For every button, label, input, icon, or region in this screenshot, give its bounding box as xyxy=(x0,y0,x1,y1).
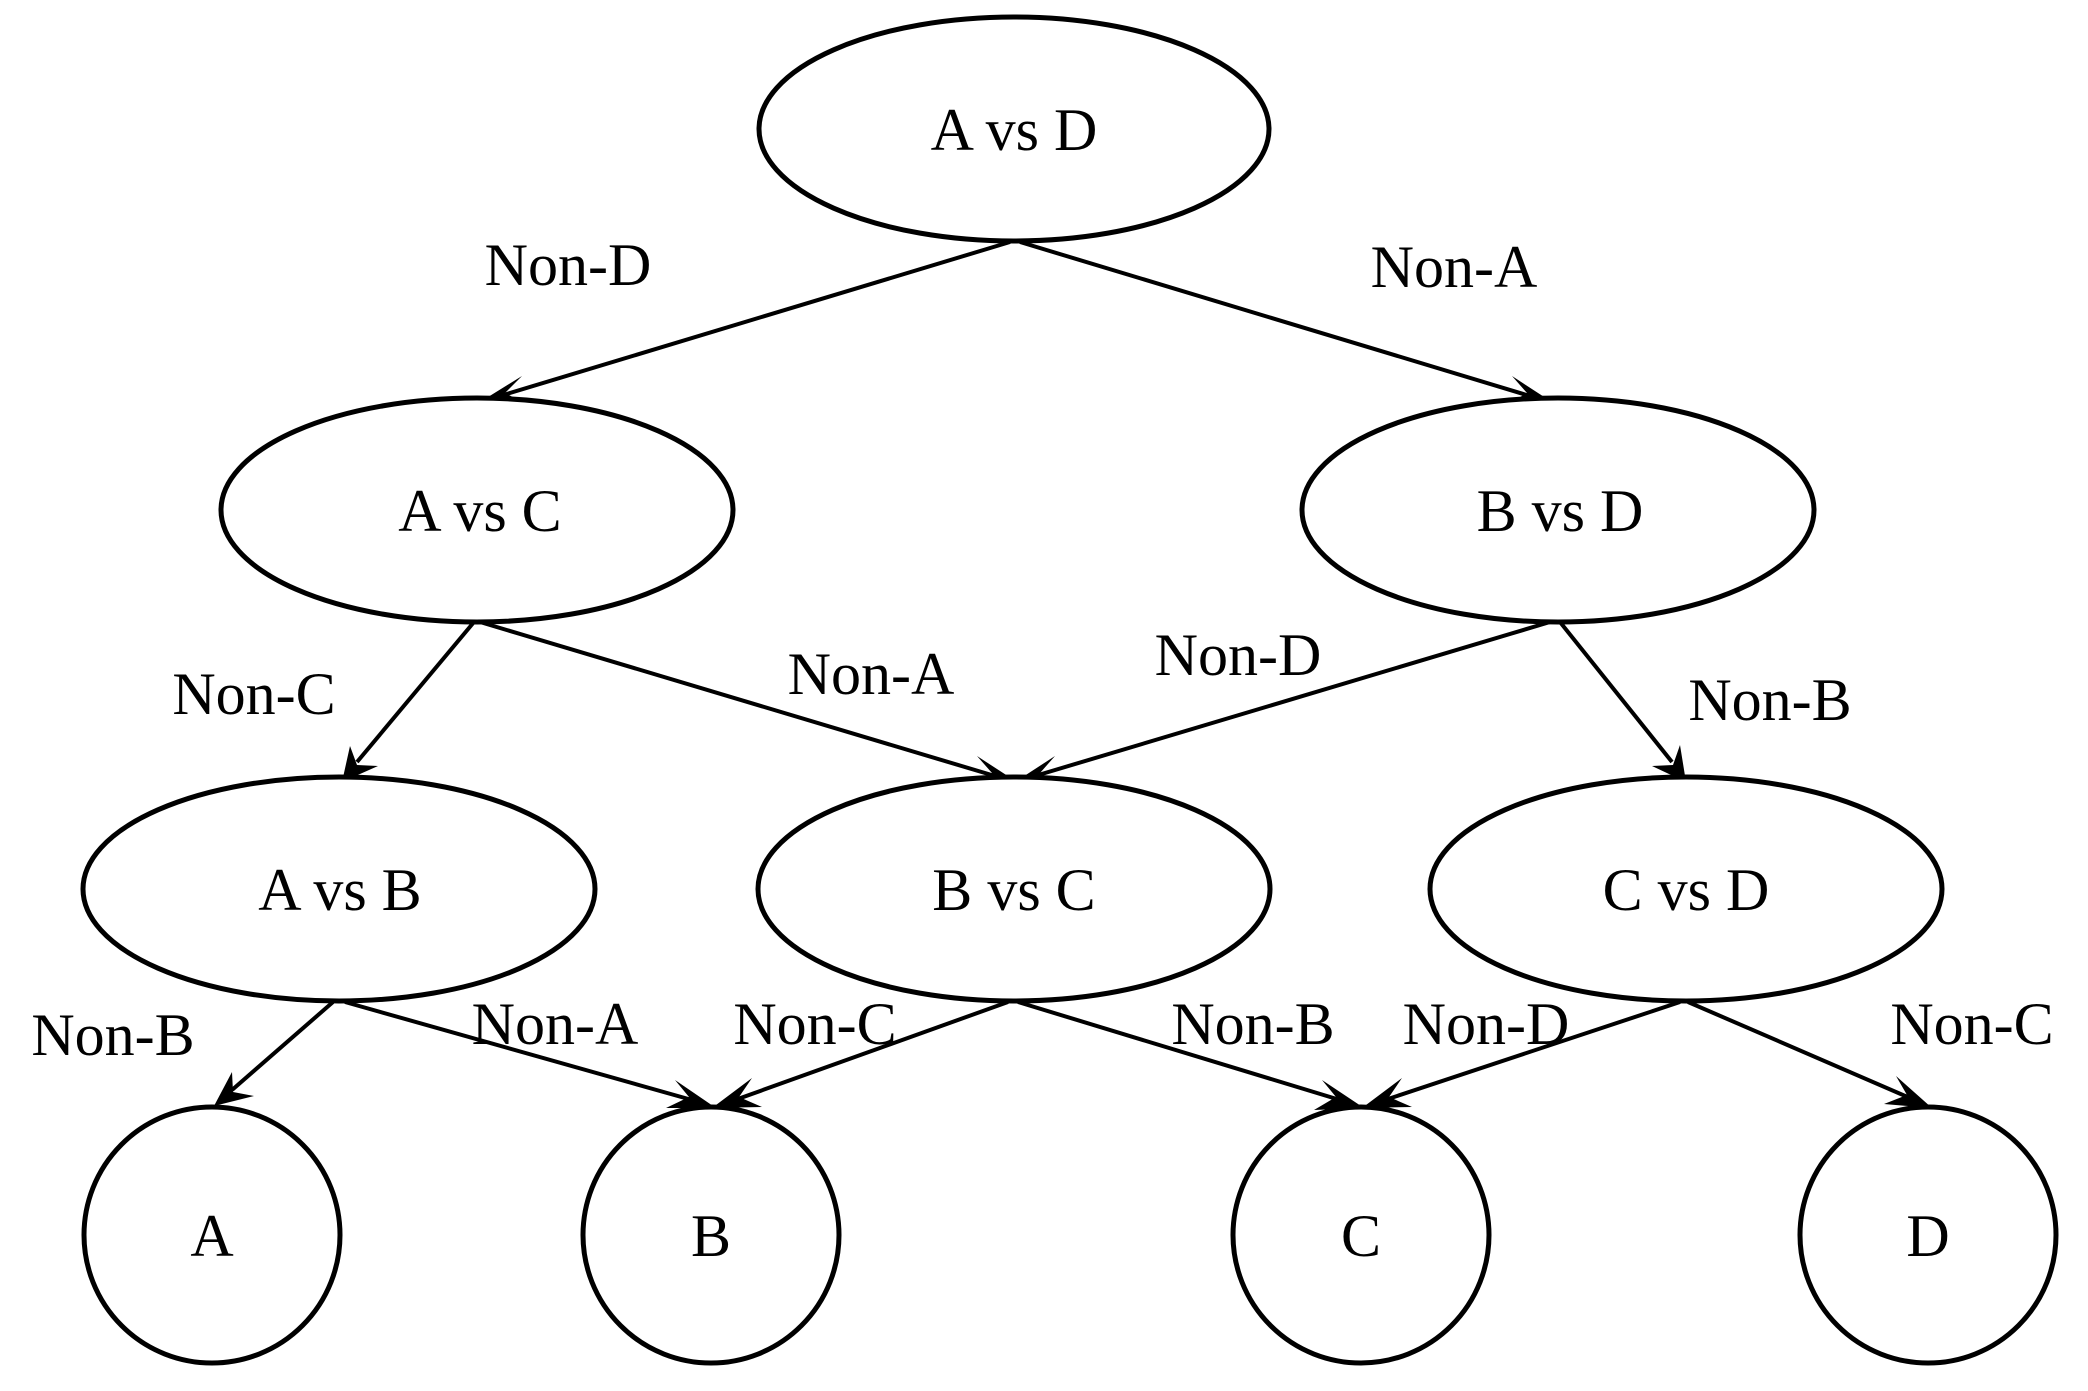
node-c-vs-d-ellipse xyxy=(1427,774,1945,1004)
edges xyxy=(214,240,1932,1110)
node-a-vs-c-label: A vs C xyxy=(398,478,561,544)
edge-cd-to-d xyxy=(1687,1000,1932,1108)
leaf-a-circle xyxy=(81,1104,343,1366)
edge-ac-to-ab xyxy=(342,620,476,782)
edge-label-ad-to-ac: Non-D xyxy=(485,232,652,298)
node-a-vs-b-ellipse xyxy=(80,774,598,1004)
leaf-b-circle xyxy=(580,1104,842,1366)
edge-ab-to-a-arrowhead xyxy=(214,1072,254,1106)
edge-bd-to-cd xyxy=(1558,620,1686,782)
node-a-vs-b-label: A vs B xyxy=(258,857,421,923)
node-a-vs-d-ellipse xyxy=(756,14,1272,244)
edge-label-ab-to-a: Non-B xyxy=(31,1002,194,1068)
node-a-vs-b: A vs B xyxy=(80,774,598,1004)
edge-ab-to-a xyxy=(214,1000,335,1106)
node-a-vs-c-ellipse xyxy=(218,395,736,625)
node-b-vs-c-label: B vs C xyxy=(932,857,1095,923)
leaf-b-label: B xyxy=(691,1203,731,1269)
node-a-vs-c: A vs C xyxy=(218,395,736,625)
node-c-vs-d: C vs D xyxy=(1427,774,1945,1004)
node-b-vs-c: B vs C xyxy=(755,774,1273,1004)
edge-ab-to-b-arrowhead xyxy=(666,1080,716,1108)
leaf-d: D xyxy=(1797,1104,2059,1366)
edge-label-ac-to-ab: Non-C xyxy=(172,661,335,727)
edge-labels: Non-D Non-A Non-C Non-A Non-D Non-B Non-… xyxy=(31,232,2053,1068)
node-b-vs-d: B vs D xyxy=(1299,395,1817,625)
edge-bd-to-cd-arrowhead xyxy=(1652,745,1686,782)
edge-bc-to-c xyxy=(1017,1000,1364,1110)
edge-label-cd-to-c: Non-D xyxy=(1403,991,1570,1057)
edge-label-bd-to-cd: Non-B xyxy=(1688,667,1851,733)
edge-label-bc-to-b: Non-C xyxy=(733,991,896,1057)
leaf-b: B xyxy=(580,1104,842,1366)
node-b-vs-c-ellipse xyxy=(755,774,1273,1004)
edge-label-ad-to-bd: Non-A xyxy=(1371,234,1538,300)
leaf-d-label: D xyxy=(1906,1203,1949,1269)
leaf-c: C xyxy=(1230,1104,1492,1366)
edge-bc-to-b-arrowhead xyxy=(712,1078,762,1108)
node-a-vs-d-label: A vs D xyxy=(931,97,1098,163)
leaf-c-label: C xyxy=(1341,1203,1381,1269)
edge-bc-to-c-arrowhead xyxy=(1314,1080,1364,1110)
edge-label-ac-to-bc: Non-A xyxy=(788,641,955,707)
leaf-a-label: A xyxy=(190,1203,233,1269)
edge-label-bc-to-c: Non-B xyxy=(1171,991,1334,1057)
edge-label-ab-to-b: Non-A xyxy=(472,991,639,1057)
leaf-d-circle xyxy=(1797,1104,2059,1366)
node-c-vs-d-label: C vs D xyxy=(1603,857,1770,923)
node-a-vs-d: A vs D xyxy=(756,14,1272,244)
edge-ac-to-ab-arrowhead xyxy=(342,746,378,782)
edge-cd-to-c-arrowhead xyxy=(1362,1078,1412,1108)
node-b-vs-d-label: B vs D xyxy=(1477,478,1644,544)
node-b-vs-d-ellipse xyxy=(1299,395,1817,625)
edge-bc-to-b xyxy=(712,1000,1009,1108)
leaf-c-circle xyxy=(1230,1104,1492,1366)
edge-cd-to-d-arrowhead xyxy=(1884,1076,1932,1108)
edge-label-cd-to-d: Non-C xyxy=(1890,991,2053,1057)
nodes: A vs D A vs C B vs D A vs B B vs C C vs … xyxy=(80,14,2059,1366)
edge-cd-to-c xyxy=(1362,1000,1681,1108)
edge-label-bd-to-bc: Non-D xyxy=(1155,622,1322,688)
edge-ab-to-b xyxy=(344,1000,716,1108)
leaf-a: A xyxy=(81,1104,343,1366)
